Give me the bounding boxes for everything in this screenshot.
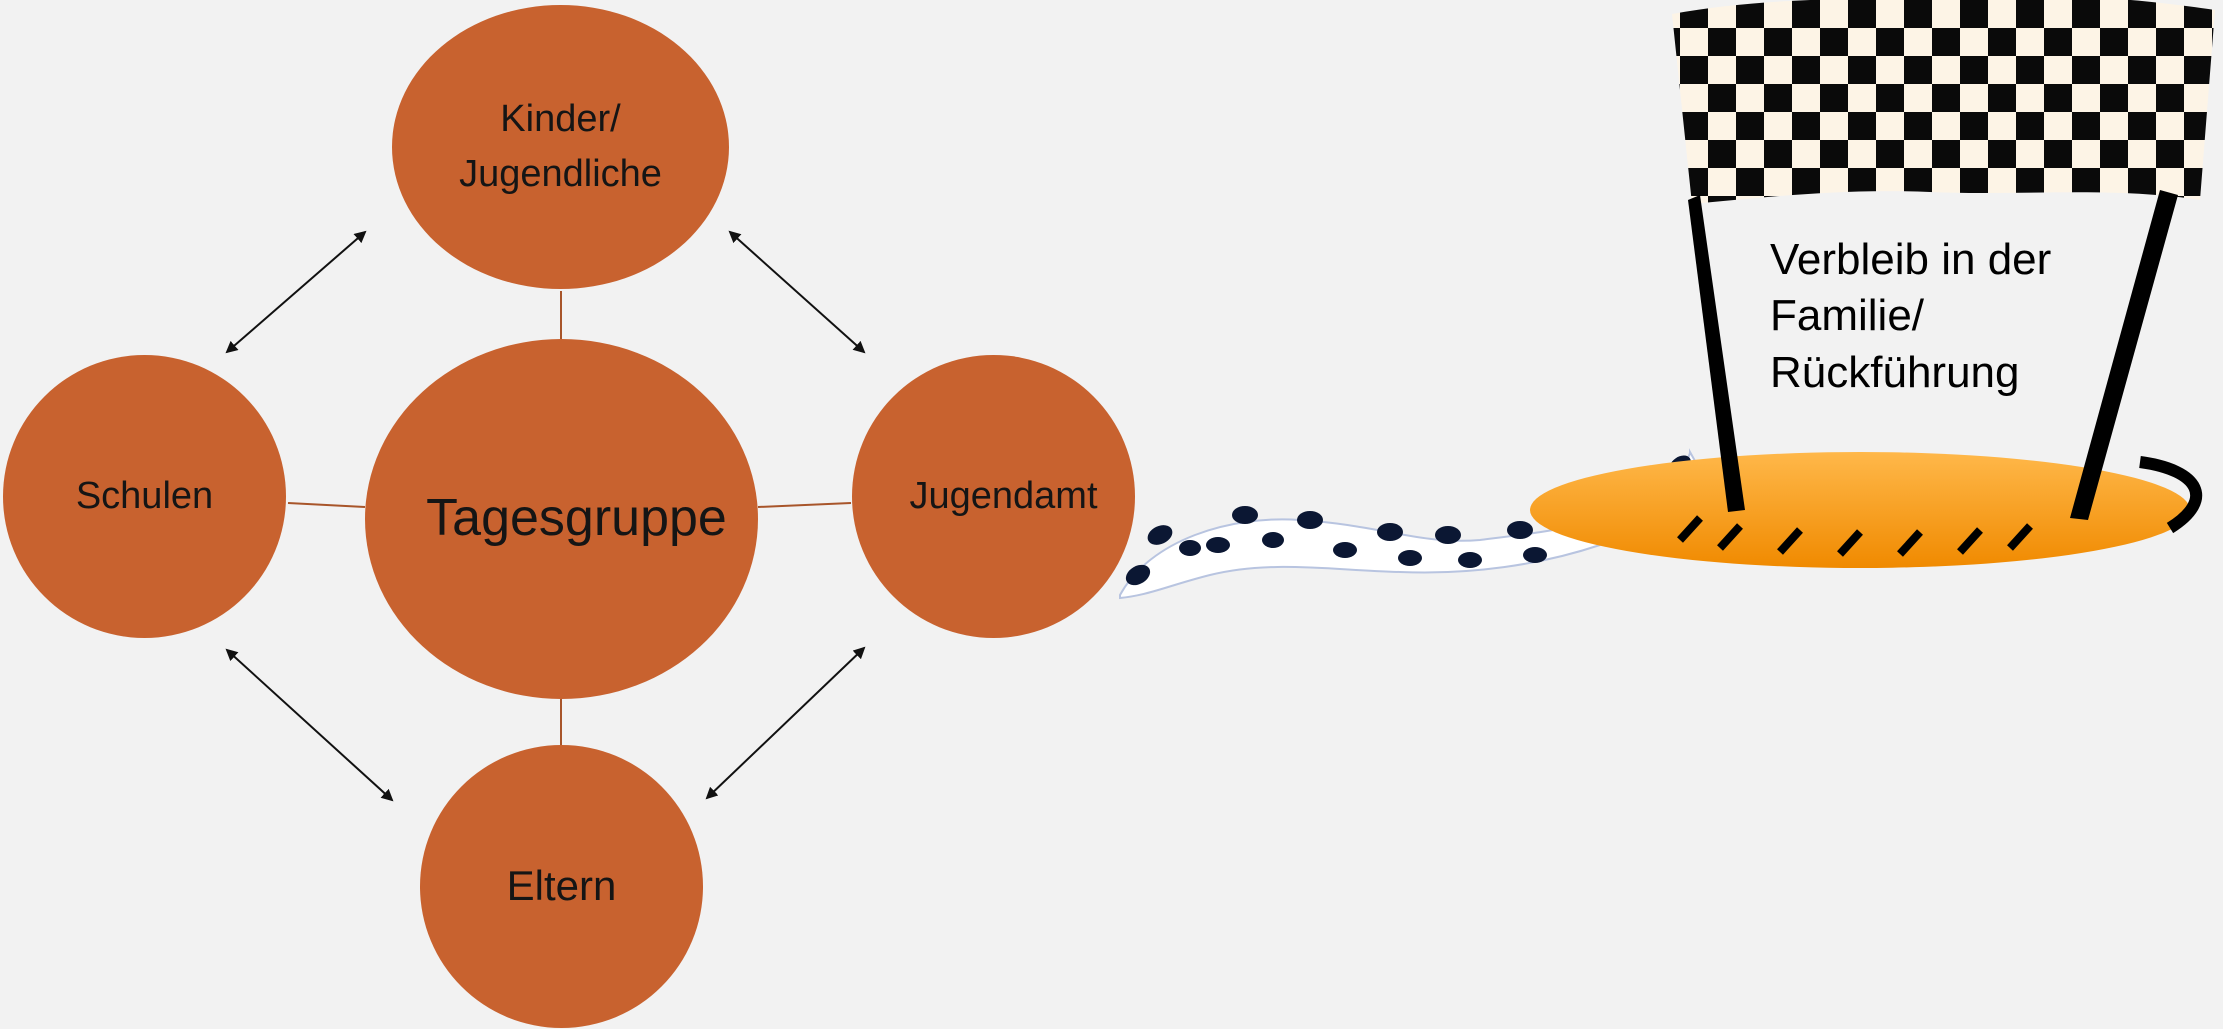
node-bottom-label: Eltern — [506, 862, 617, 910]
connector-left — [287, 502, 366, 508]
goal-label: Verbleib in der Familie/ Rückführung — [1770, 235, 2052, 397]
relation-arrows — [225, 230, 866, 802]
node-schulen: Schulen — [3, 355, 286, 638]
connector-right — [757, 502, 852, 508]
node-left-label: Schulen — [75, 474, 214, 517]
finish-mat — [1530, 452, 2190, 568]
node-center-label: Tagesgruppe — [426, 489, 727, 548]
arrow-top-right — [728, 230, 866, 354]
node-jugendamt: Jugendamt — [852, 355, 1135, 638]
node-kinder-jugendliche: Kinder/ Jugendliche — [392, 5, 729, 289]
node-eltern: Eltern — [420, 745, 703, 1028]
node-top-label: Kinder/ Jugendliche — [459, 97, 662, 195]
connector-lines — [287, 291, 852, 745]
checkered-finish-flag-icon — [1530, 0, 2215, 568]
arrow-bottom-right — [705, 646, 866, 800]
arrow-left-bottom — [225, 648, 394, 802]
node-tagesgruppe: Tagesgruppe — [365, 339, 758, 699]
node-right-label: Jugendamt — [909, 474, 1098, 517]
arrow-left-top — [225, 230, 367, 354]
